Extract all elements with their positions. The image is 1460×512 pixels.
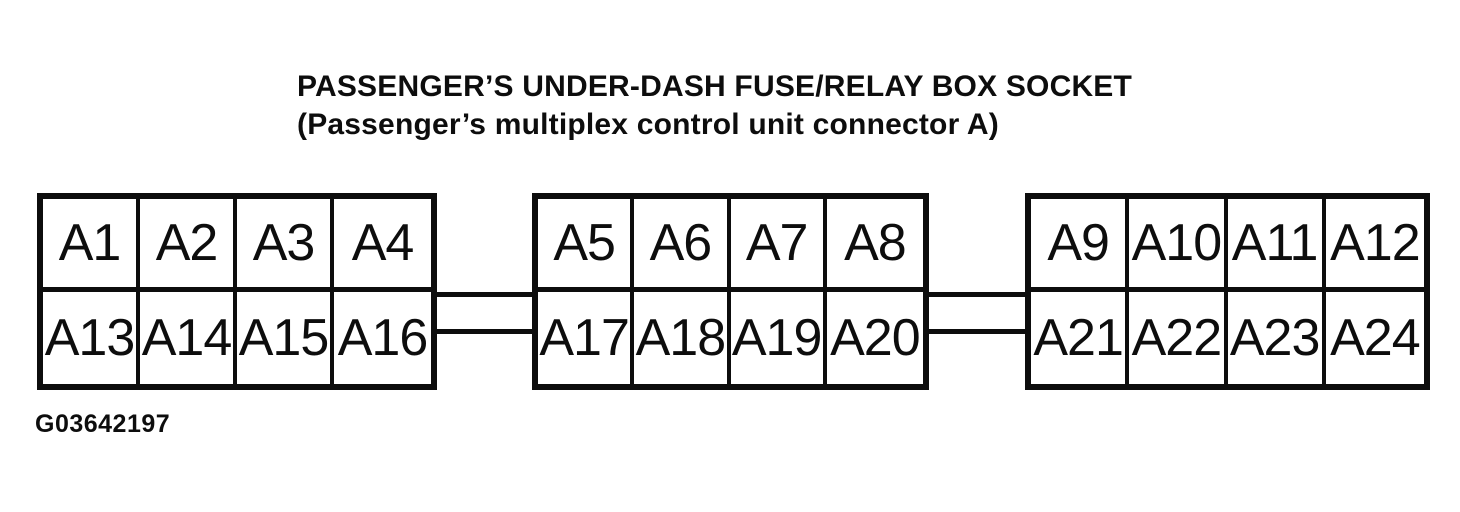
pin-cell-a17: A17 (538, 291, 635, 384)
pin-cell-a19: A19 (731, 291, 827, 384)
diagram-title-line2: (Passenger’s multiplex control unit conn… (297, 108, 999, 141)
pin-cell-a22: A22 (1129, 291, 1228, 384)
pin-cell-a23: A23 (1228, 291, 1326, 384)
pin-cell-a7: A7 (730, 199, 827, 292)
pin-cell-a11: A11 (1227, 199, 1326, 292)
pin-cell-a24: A24 (1330, 308, 1421, 367)
pin-cell-a14: A14 (140, 291, 237, 384)
block-link-left-bottom-bar (432, 329, 536, 334)
pin-cell-a1: A1 (43, 199, 140, 292)
diagram-title: PASSENGER’S UNDER-DASH FUSE/RELAY BOX SO… (297, 68, 1132, 144)
pin-cell-a13: A13 (43, 291, 140, 384)
connector-block-1: A1 A2 A3 A4 A13 A14 A15 A16 (37, 193, 437, 390)
pin-cell-a8: A8 (826, 199, 923, 292)
pin-cell-a12: A12 (1325, 199, 1424, 292)
figure-code: G03642197 (35, 410, 171, 438)
block-link-right-top-bar (924, 292, 1029, 297)
connector-block-3: A9 A10 A11 A12 A21 A22 A23 A24 (1025, 193, 1430, 390)
pin-cell-a4: A4 (334, 199, 431, 292)
block-link-right-bottom-bar (924, 329, 1029, 334)
block-link-left-top-bar (432, 292, 536, 297)
pin-cell-a5: A5 (538, 199, 635, 292)
pin-cell-a9: A9 (1031, 199, 1130, 292)
pin-cell-a18: A18 (634, 291, 731, 384)
pin-cell-a21: A21 (1031, 291, 1130, 384)
pin-cell-a15: A15 (237, 291, 334, 384)
connector-block-2: A5 A6 A7 A8 A17 A18 A19 A20 (532, 193, 929, 390)
pin-cell-a10: A10 (1129, 199, 1228, 292)
pin-cell-a3: A3 (237, 199, 334, 292)
diagram-title-line1: PASSENGER’S UNDER-DASH FUSE/RELAY BOX SO… (297, 70, 1133, 103)
pin-cell-a16: A16 (337, 308, 429, 367)
pin-cell-a2: A2 (140, 199, 237, 292)
pin-cell-a20: A20 (830, 308, 921, 367)
pin-cell-a6: A6 (634, 199, 731, 292)
